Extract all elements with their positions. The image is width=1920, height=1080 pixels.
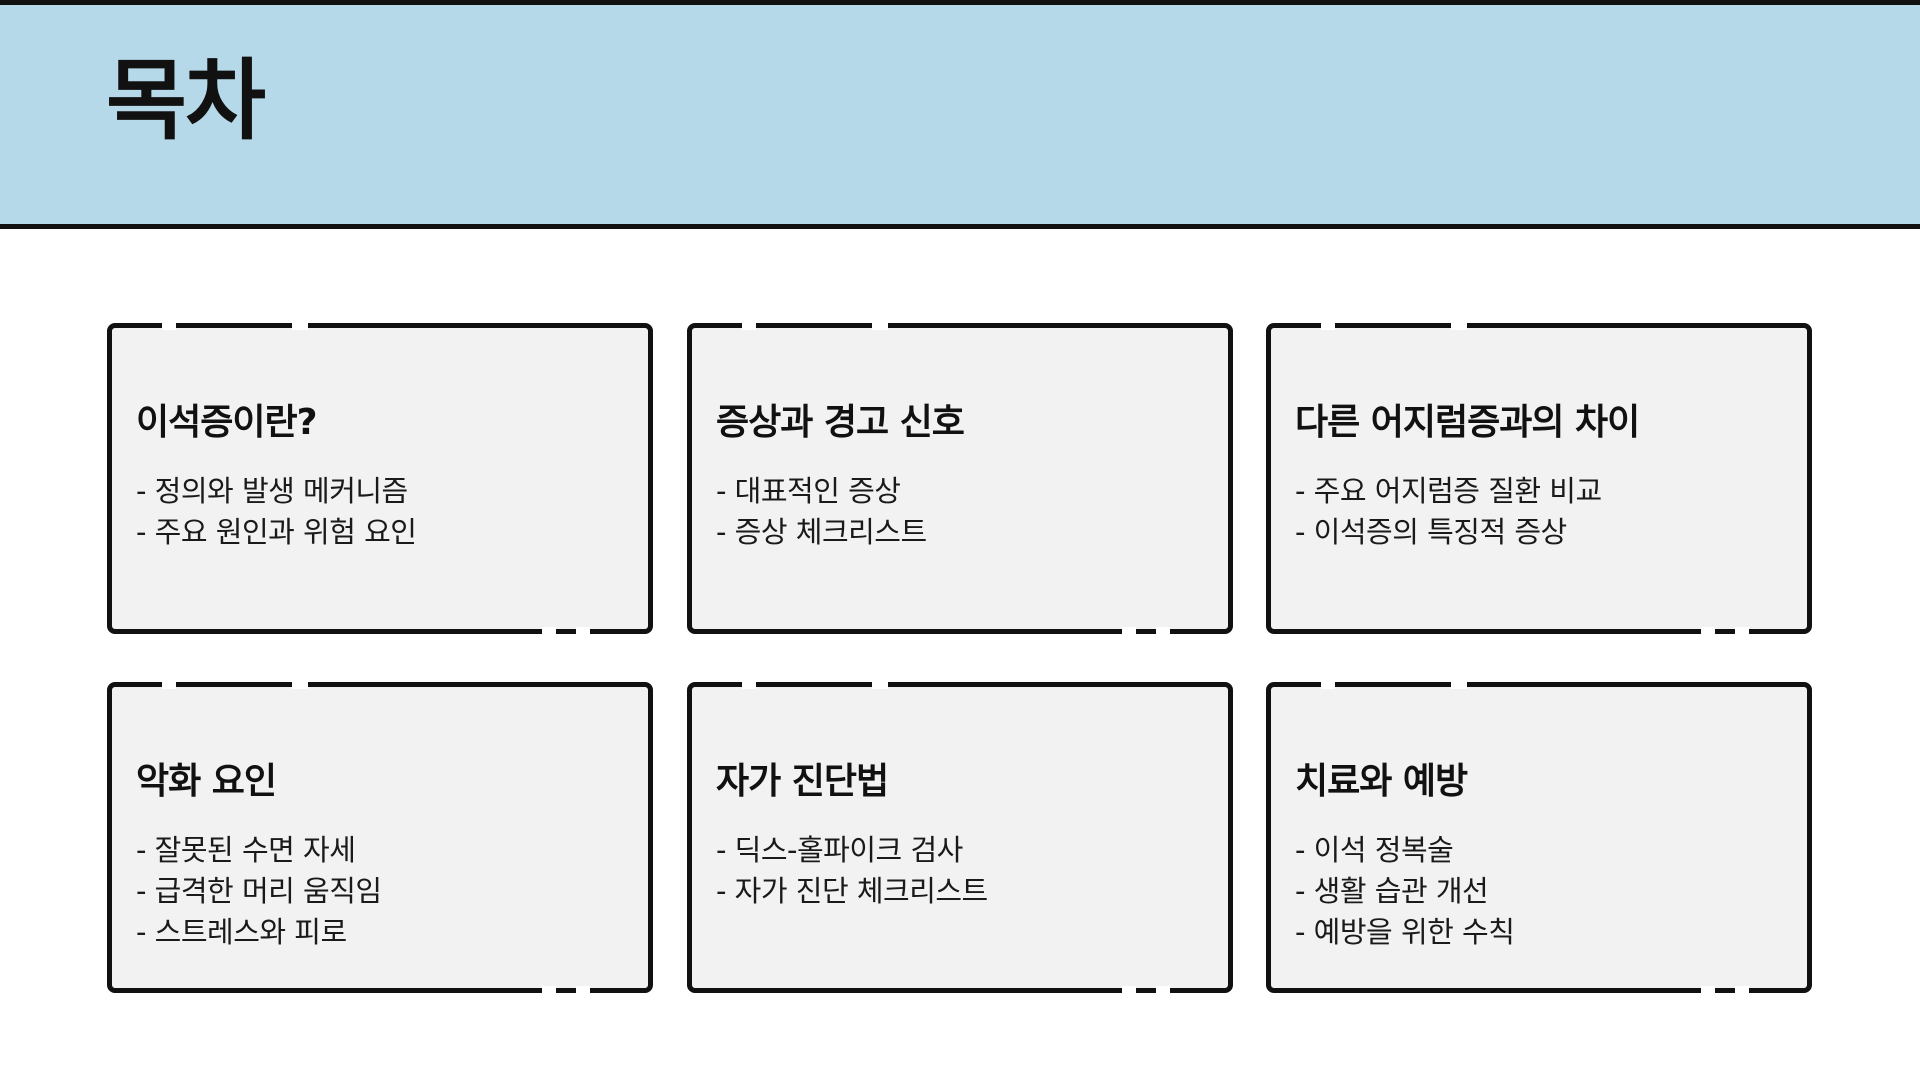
list-item: - 잘못된 수면 자세 bbox=[136, 833, 356, 867]
list-item: - 자가 진단 체크리스트 bbox=[716, 874, 988, 908]
card-title: 다른 어지럼증과의 차이 bbox=[1295, 402, 1640, 443]
toc-card-3: 다른 어지럼증과의 차이 - 주요 어지럼증 질환 비교 - 이석증의 특징적 … bbox=[1266, 321, 1812, 636]
border-gap bbox=[742, 321, 756, 330]
card-title: 악화 요인 bbox=[136, 761, 277, 802]
title-header-band: 목차 bbox=[0, 5, 1920, 229]
card-item-list: - 정의와 발생 메커니즘 - 주요 원인과 위험 요인 bbox=[136, 471, 417, 553]
border-gap bbox=[1122, 986, 1136, 995]
border-gap bbox=[292, 680, 308, 689]
border-gap bbox=[742, 680, 756, 689]
border-gap bbox=[1701, 986, 1715, 995]
list-item: - 증상 체크리스트 bbox=[716, 515, 927, 549]
toc-card-1: 이석증이란? - 정의와 발생 메커니즘 - 주요 원인과 위험 요인 bbox=[107, 321, 653, 636]
border-gap bbox=[542, 986, 556, 995]
card-title: 자가 진단법 bbox=[716, 761, 889, 802]
list-item: - 주요 어지럼증 질환 비교 bbox=[1295, 474, 1602, 508]
toc-card-4: 악화 요인 - 잘못된 수면 자세 - 급격한 머리 움직임 - 스트레스와 피… bbox=[107, 680, 653, 995]
list-item: - 이석증의 특징적 증상 bbox=[1295, 515, 1567, 549]
border-gap bbox=[1451, 321, 1467, 330]
list-item: - 이석 정복술 bbox=[1295, 833, 1454, 867]
toc-card-5: 자가 진단법 - 딕스-홀파이크 검사 - 자가 진단 체크리스트 bbox=[687, 680, 1233, 995]
list-item: - 정의와 발생 메커니즘 bbox=[136, 474, 408, 508]
card-item-list: - 이석 정복술 - 생활 습관 개선 - 예방을 위한 수칙 bbox=[1295, 830, 1515, 953]
card-item-list: - 대표적인 증상 - 증상 체크리스트 bbox=[716, 471, 927, 553]
border-gap bbox=[872, 321, 888, 330]
border-gap bbox=[1321, 321, 1335, 330]
border-gap bbox=[162, 321, 176, 330]
border-gap bbox=[1122, 627, 1136, 636]
list-item: - 주요 원인과 위험 요인 bbox=[136, 515, 417, 549]
border-gap bbox=[1156, 627, 1170, 636]
border-gap bbox=[1735, 986, 1749, 995]
page-title: 목차 bbox=[106, 49, 266, 152]
card-item-list: - 잘못된 수면 자세 - 급격한 머리 움직임 - 스트레스와 피로 bbox=[136, 830, 382, 953]
toc-card-6: 치료와 예방 - 이석 정복술 - 생활 습관 개선 - 예방을 위한 수칙 bbox=[1266, 680, 1812, 995]
list-item: - 예방을 위한 수칙 bbox=[1295, 915, 1515, 949]
card-title: 이석증이란? bbox=[136, 402, 317, 443]
border-gap bbox=[872, 680, 888, 689]
list-item: - 딕스-홀파이크 검사 bbox=[716, 833, 963, 867]
card-title: 치료와 예방 bbox=[1295, 761, 1468, 802]
list-item: - 대표적인 증상 bbox=[716, 474, 901, 508]
card-title: 증상과 경고 신호 bbox=[716, 402, 965, 443]
border-gap bbox=[1701, 627, 1715, 636]
border-gap bbox=[1321, 680, 1335, 689]
list-item: - 생활 습관 개선 bbox=[1295, 874, 1489, 908]
list-item: - 스트레스와 피로 bbox=[136, 915, 347, 949]
border-gap bbox=[542, 627, 556, 636]
border-gap bbox=[1156, 986, 1170, 995]
border-gap bbox=[1451, 680, 1467, 689]
card-item-list: - 주요 어지럼증 질환 비교 - 이석증의 특징적 증상 bbox=[1295, 471, 1602, 553]
border-gap bbox=[576, 627, 590, 636]
border-gap bbox=[292, 321, 308, 330]
top-border-line bbox=[0, 0, 1920, 5]
list-item: - 급격한 머리 움직임 bbox=[136, 874, 382, 908]
toc-card-2: 증상과 경고 신호 - 대표적인 증상 - 증상 체크리스트 bbox=[687, 321, 1233, 636]
border-gap bbox=[162, 680, 176, 689]
border-gap bbox=[576, 986, 590, 995]
card-item-list: - 딕스-홀파이크 검사 - 자가 진단 체크리스트 bbox=[716, 830, 988, 912]
border-gap bbox=[1735, 627, 1749, 636]
